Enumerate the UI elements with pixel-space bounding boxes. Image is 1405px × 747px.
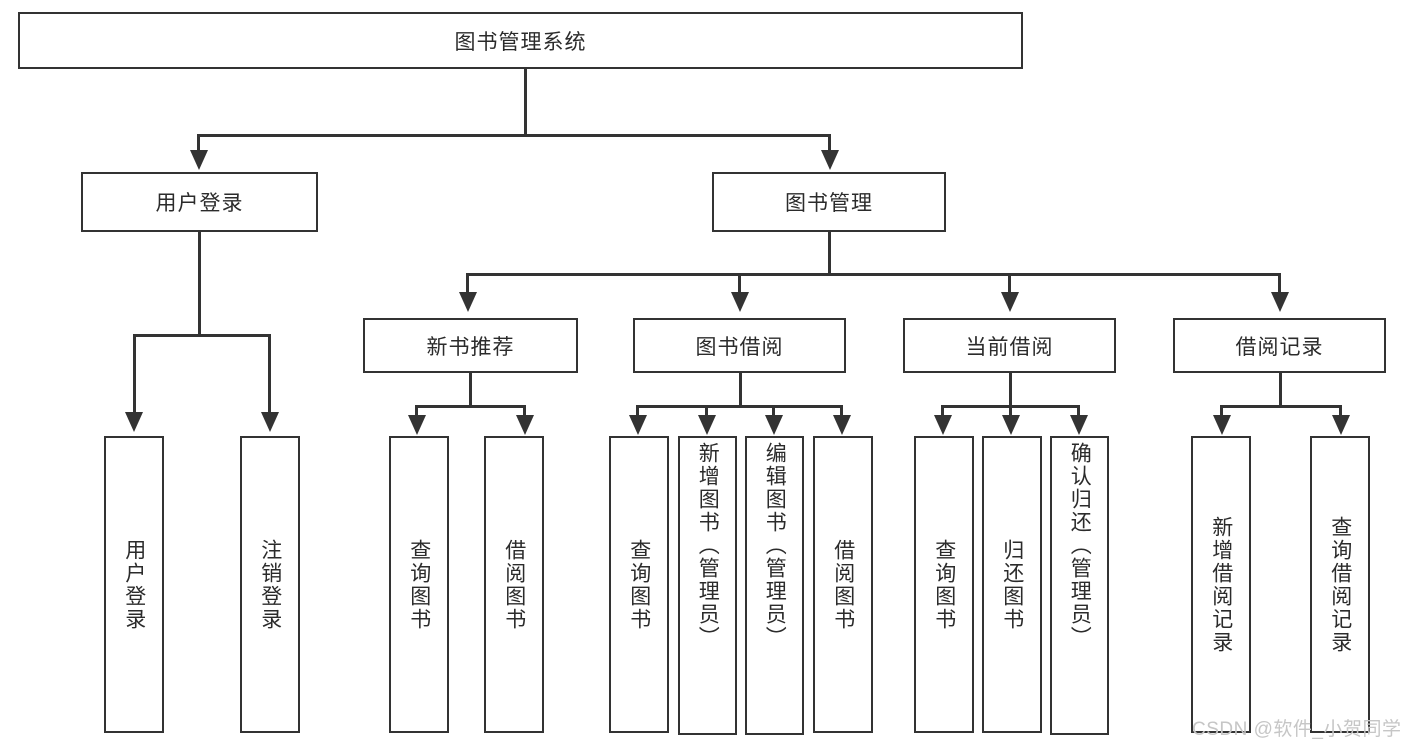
- arrow-bb-to-query-book: [629, 415, 647, 435]
- node-label: 新增借阅记录: [1209, 515, 1233, 654]
- node-new-book-recommend[interactable]: 新书推荐: [363, 318, 578, 373]
- node-label: 注销登录: [258, 538, 282, 631]
- node-label: 当前借阅: [965, 335, 1054, 359]
- node-label: 用户登录: [122, 538, 146, 631]
- connector-bb-c2: [705, 405, 708, 419]
- connector-bb-bar: [636, 405, 843, 408]
- arrow-cb-to-confirm-return: [1070, 415, 1088, 435]
- leaf-bb-borrow-book[interactable]: 借阅图书: [813, 436, 873, 733]
- leaf-nbr-borrow-book[interactable]: 借阅图书: [484, 436, 544, 733]
- node-label: 新增图书（管理员）: [696, 442, 720, 649]
- connector-bb-stem: [739, 373, 742, 407]
- node-label: 借阅记录: [1235, 335, 1324, 359]
- arrow-cb-to-query-book: [934, 415, 952, 435]
- connector-bb-c4: [840, 405, 843, 419]
- node-label: 借阅图书: [831, 538, 855, 631]
- leaf-cb-return-book[interactable]: 归还图书: [982, 436, 1042, 733]
- arrow-br-to-query-record: [1332, 415, 1350, 435]
- node-label: 图书管理: [785, 192, 873, 215]
- connector-br-left: [1220, 405, 1223, 419]
- node-borrow-record[interactable]: 借阅记录: [1173, 318, 1386, 373]
- arrow-root-to-user-login: [190, 150, 208, 170]
- leaf-br-add-record[interactable]: 新增借阅记录: [1191, 436, 1251, 733]
- leaf-br-query-record[interactable]: 查询借阅记录: [1310, 436, 1370, 733]
- node-label: 新书推荐: [426, 335, 515, 359]
- node-label: 用户登录: [155, 192, 244, 215]
- leaf-bb-edit-book[interactable]: 编辑图书（管理员）: [745, 436, 804, 735]
- arrow-bb-to-edit-book: [765, 415, 783, 435]
- csdn-watermark: CSDN @软件_小贺同学: [1192, 719, 1402, 740]
- connector-nbr-stem: [469, 373, 472, 407]
- connector-bm-to-borrow: [738, 273, 741, 297]
- node-root-system[interactable]: 图书管理系统: [18, 12, 1023, 69]
- node-label: 借阅图书: [502, 538, 526, 631]
- connector-root-stem: [524, 69, 527, 136]
- node-label: 确认归还（管理员）: [1068, 442, 1092, 649]
- node-book-borrow[interactable]: 图书借阅: [633, 318, 846, 373]
- arrow-bm-to-current: [1001, 292, 1019, 312]
- connector-nbr-bar: [415, 405, 526, 408]
- connector-nbr-right: [523, 405, 526, 419]
- connector-bm-to-new-book: [466, 273, 469, 297]
- node-user-login[interactable]: 用户登录: [81, 172, 318, 232]
- node-label: 查询借阅记录: [1328, 515, 1352, 654]
- arrow-user-login-to-logout: [261, 412, 279, 432]
- node-label: 查询图书: [407, 538, 431, 631]
- leaf-cb-confirm-return[interactable]: 确认归还（管理员）: [1050, 436, 1109, 735]
- arrow-cb-to-return-book: [1002, 415, 1020, 435]
- node-label: 编辑图书（管理员）: [763, 442, 787, 649]
- connector-root-to-user-login: [197, 134, 200, 154]
- connector-root-to-book-manage: [828, 134, 831, 154]
- connector-user-login-stem: [198, 232, 201, 336]
- connector-bm-to-record: [1278, 273, 1281, 297]
- connector-cb-c1: [941, 405, 944, 419]
- connector-book-manage-stem: [828, 232, 831, 276]
- connector-br-stem: [1279, 373, 1282, 407]
- leaf-logout[interactable]: 注销登录: [240, 436, 300, 733]
- connector-cb-c3: [1077, 405, 1080, 419]
- arrow-bb-to-add-book: [698, 415, 716, 435]
- arrow-nbr-to-borrow-book: [516, 415, 534, 435]
- node-label: 图书借阅: [695, 335, 784, 359]
- node-current-borrow[interactable]: 当前借阅: [903, 318, 1116, 373]
- arrow-root-to-book-manage: [821, 150, 839, 170]
- connector-user-login-right: [268, 334, 271, 416]
- arrow-bm-to-new-book: [459, 292, 477, 312]
- connector-user-login-bar: [133, 334, 270, 337]
- arrow-bb-to-borrow-book: [833, 415, 851, 435]
- connector-br-bar: [1220, 405, 1342, 408]
- arrow-br-to-add-record: [1213, 415, 1231, 435]
- leaf-user-login[interactable]: 用户登录: [104, 436, 164, 733]
- connector-user-login-left: [133, 334, 136, 416]
- connector-bb-c3: [772, 405, 775, 419]
- leaf-bb-add-book[interactable]: 新增图书（管理员）: [678, 436, 737, 735]
- connector-nbr-left: [415, 405, 418, 419]
- node-label: 查询图书: [932, 538, 956, 631]
- connector-br-right: [1339, 405, 1342, 419]
- arrow-bm-to-borrow: [731, 292, 749, 312]
- leaf-bb-query-book[interactable]: 查询图书: [609, 436, 669, 733]
- node-label: 归还图书: [1000, 538, 1024, 631]
- node-label: 查询图书: [627, 538, 651, 631]
- arrow-nbr-to-query-book: [408, 415, 426, 435]
- connector-root-bar: [197, 134, 830, 137]
- leaf-cb-query-book[interactable]: 查询图书: [914, 436, 974, 733]
- arrow-bm-to-record: [1271, 292, 1289, 312]
- node-label: 图书管理系统: [454, 30, 587, 54]
- arrow-user-login-to-login: [125, 412, 143, 432]
- connector-book-manage-bar: [466, 273, 1278, 276]
- leaf-nbr-query-book[interactable]: 查询图书: [389, 436, 449, 733]
- connector-cb-stem: [1009, 373, 1012, 407]
- connector-bm-to-current: [1008, 273, 1011, 297]
- node-book-manage[interactable]: 图书管理: [712, 172, 946, 232]
- connector-bb-c1: [636, 405, 639, 419]
- connector-cb-c2: [1009, 405, 1012, 419]
